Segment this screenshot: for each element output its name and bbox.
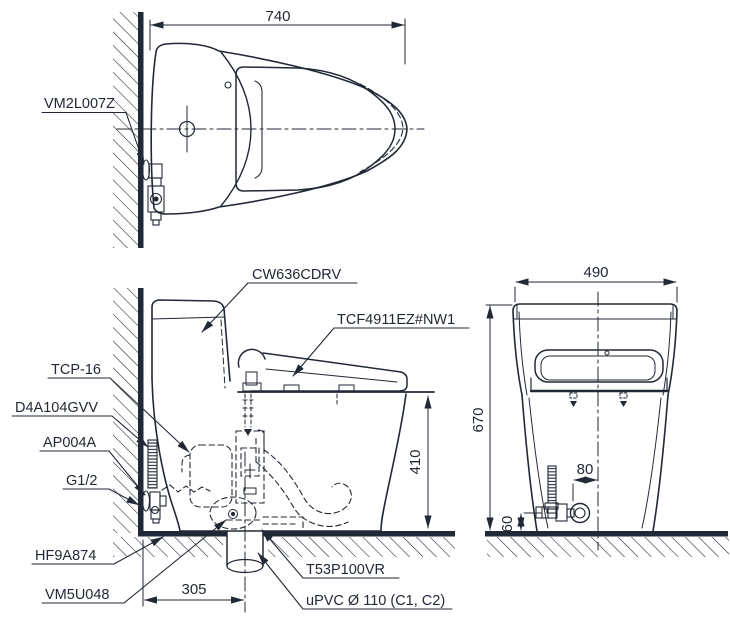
dim-410-text: 410 (407, 449, 424, 474)
dimension-305 (142, 539, 245, 607)
label-supply-hose (41, 111, 145, 165)
floor-hatching-right (268, 537, 455, 557)
wall-hatching (113, 12, 138, 248)
tank-inner-left (518, 311, 528, 396)
label-cw636cdrv: CW636CDRV (252, 267, 342, 283)
label-hf9a874: HF9A874 (35, 548, 96, 564)
body-side-right-inner (641, 397, 662, 529)
front-view (485, 278, 729, 557)
tank-inner-right (662, 311, 672, 396)
seat-rear (529, 349, 669, 393)
top-view (41, 12, 425, 248)
dimension-80 (572, 476, 598, 502)
label-g12: G1/2 (66, 473, 97, 489)
lid-hinge-pin (224, 81, 232, 89)
floor-line-right (263, 531, 455, 537)
tank-front-outline (512, 303, 678, 396)
leader-lines (11, 282, 470, 610)
body-side-left-inner (528, 397, 549, 529)
supply-pipe-side (141, 439, 167, 524)
dim-305-text: 305 (181, 581, 206, 598)
label-upvc: uPVC Ø 110 (C1, C2) (306, 593, 445, 609)
label-tcp16: TCP-16 (51, 362, 101, 378)
washlet-seat-profile (237, 348, 408, 392)
wall-hatching-side (113, 288, 138, 533)
seat-hose-dangle (242, 393, 338, 436)
annotation-text: 740 VM2L007Z CW636CDRV TCF4911EZ#NW1 TCP… (15, 8, 609, 609)
dim-740-text: 740 (265, 8, 290, 25)
dimension-740 (149, 18, 406, 65)
wall-line-side (138, 288, 144, 536)
tank-outline (151, 299, 231, 382)
drain-pipe (226, 451, 264, 613)
dimension-490 (514, 278, 678, 303)
label-ap004a: AP004A (43, 435, 97, 451)
supply-valve-top (141, 159, 165, 226)
label-vm2l007z: VM2L007Z (44, 96, 115, 112)
seat-nozzle-marks (569, 392, 628, 407)
floor-hatching-left (113, 537, 223, 557)
body-back-edge (151, 377, 181, 532)
tank-hidden-edge (220, 319, 226, 389)
tank-lid-seam (151, 316, 225, 320)
dim-490-text: 490 (583, 264, 608, 281)
floor-line-front (485, 531, 728, 537)
body-side-right-outer (652, 394, 669, 532)
bowl-front-edge (380, 393, 407, 532)
label-vm5u048: VM5U048 (45, 587, 109, 603)
bowl-inner-dashed (359, 83, 404, 173)
floor-line-left (138, 531, 227, 537)
side-view (11, 282, 470, 613)
body-side-left-outer (521, 394, 538, 532)
dim-670-text: 670 (470, 407, 487, 432)
flush-tower-marks (228, 463, 257, 519)
dimension-670 (485, 304, 513, 531)
label-tcf4911: TCF4911EZ#NW1 (337, 312, 455, 328)
wall-line (138, 12, 144, 248)
dim-80-text: 80 (577, 461, 594, 478)
label-t53p100vr: T53P100VR (306, 562, 385, 578)
dim-60-text: 60 (499, 516, 516, 533)
dimension-60 (517, 512, 543, 531)
floor-hatching-front (487, 537, 729, 557)
label-d4a104gvv: D4A104GVV (15, 400, 98, 416)
internal-mechanism (161, 429, 352, 531)
